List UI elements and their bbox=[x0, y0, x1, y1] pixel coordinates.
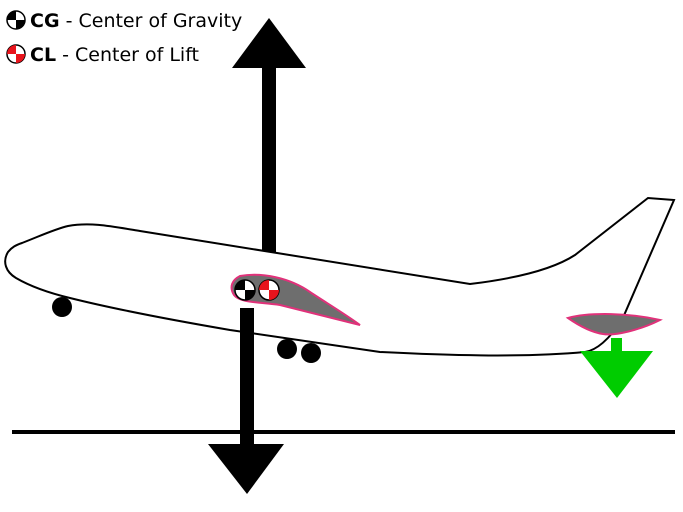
center-of-gravity-icon bbox=[6, 10, 26, 30]
lift-arrow bbox=[232, 18, 306, 274]
legend-cl-description: - Center of Lift bbox=[56, 44, 199, 66]
legend-cg-description: - Center of Gravity bbox=[60, 10, 243, 32]
center-of-gravity-icon bbox=[234, 279, 256, 301]
center-of-lift-icon bbox=[6, 44, 26, 64]
legend-cl-abbr: CL bbox=[30, 44, 56, 66]
weight-arrow bbox=[208, 308, 284, 494]
nose-landing-gear bbox=[52, 297, 72, 317]
legend-item-cl: CL - Center of Lift bbox=[6, 44, 199, 66]
fuselage-outline bbox=[4, 196, 676, 357]
legend-item-cg: CG - Center of Gravity bbox=[6, 10, 242, 32]
svg-text:CL - Center of Lift: CL - Center of Lift bbox=[30, 44, 199, 66]
horizontal-stabilizer bbox=[565, 313, 663, 336]
svg-text:CG - Center of Gravity: CG - Center of Gravity bbox=[30, 10, 242, 32]
main-landing-gear bbox=[277, 339, 321, 363]
legend-cg-abbr: CG bbox=[30, 10, 60, 32]
legend: CG - Center of Gravity CL - Center of Li… bbox=[6, 10, 242, 66]
center-of-lift-icon bbox=[258, 279, 280, 301]
tail-downforce-arrow bbox=[580, 338, 653, 398]
